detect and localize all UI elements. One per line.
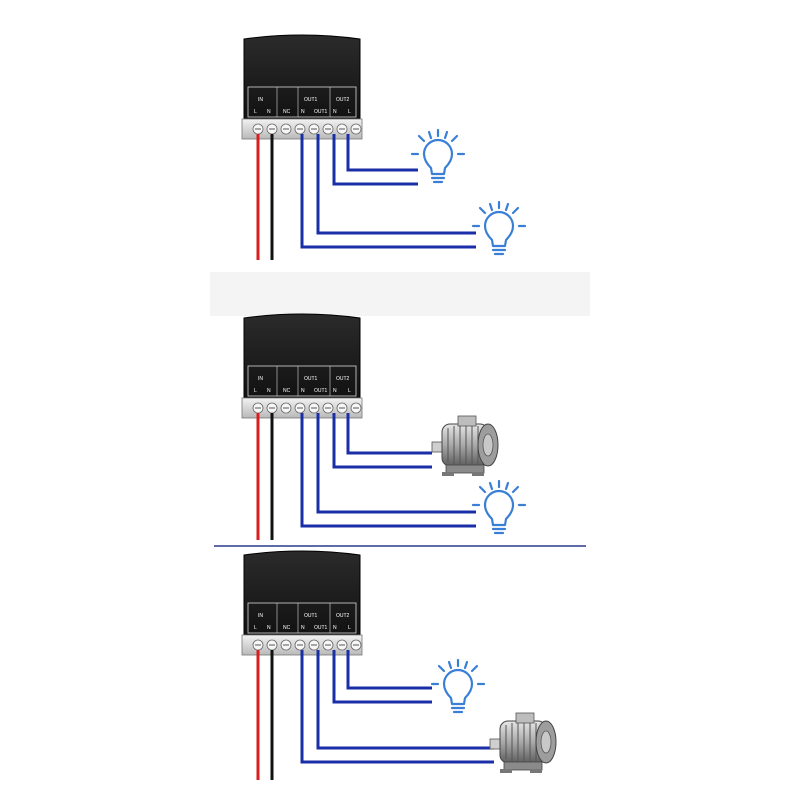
motor-icon: [431, 415, 499, 477]
label-out2-n: N: [333, 109, 337, 115]
relay-module: [241, 313, 363, 419]
motor-icon: [489, 712, 557, 774]
label-nc: NC: [283, 625, 291, 631]
label-out2-n: N: [333, 625, 337, 631]
label-nc: NC: [283, 109, 291, 115]
label-out1-n: N: [301, 388, 305, 394]
label-n: N: [267, 109, 271, 115]
relay-module: [241, 550, 363, 656]
light-bulb-icon: [410, 128, 466, 184]
label-out1-n: N: [301, 109, 305, 115]
label-out2-n: N: [333, 388, 337, 394]
relay-module: [241, 34, 363, 140]
light-bulb-icon: [471, 200, 527, 256]
panel-3: IN L N NC OUT1 N OUT1 OUT2 N L: [241, 550, 557, 780]
label-out1: OUT1: [304, 97, 318, 103]
label-l: L: [254, 109, 257, 115]
output-wires: [300, 134, 476, 249]
label-out2: OUT2: [336, 613, 350, 619]
label-out1-l: OUT1: [314, 109, 328, 115]
light-bulb-icon: [430, 658, 486, 714]
label-l: L: [254, 625, 257, 631]
label-out1: OUT1: [304, 376, 318, 382]
label-out1: OUT1: [304, 613, 318, 619]
label-out1-n: N: [301, 625, 305, 631]
label-out2: OUT2: [336, 376, 350, 382]
label-in: IN: [258, 376, 263, 382]
panel-separator: [210, 272, 590, 316]
panel-2: IN L N NC OUT1 N OUT1 OUT2 N L: [241, 313, 527, 540]
label-nc: NC: [283, 388, 291, 394]
label-out2-l: L: [348, 388, 351, 394]
label-out2-l: L: [348, 625, 351, 631]
label-out2-l: L: [348, 109, 351, 115]
label-out1-l: OUT1: [314, 625, 328, 631]
panel-1: IN L N NC OUT1 N OUT1 OUT2 N L: [241, 34, 527, 260]
label-out2: OUT2: [336, 97, 350, 103]
label-out1-l: OUT1: [314, 388, 328, 394]
label-in: IN: [258, 97, 263, 103]
label-n: N: [267, 388, 271, 394]
output-wires: [300, 650, 494, 764]
label-l: L: [254, 388, 257, 394]
light-bulb-icon: [471, 479, 527, 535]
label-in: IN: [258, 613, 263, 619]
output-wires: [300, 413, 476, 528]
label-n: N: [267, 625, 271, 631]
